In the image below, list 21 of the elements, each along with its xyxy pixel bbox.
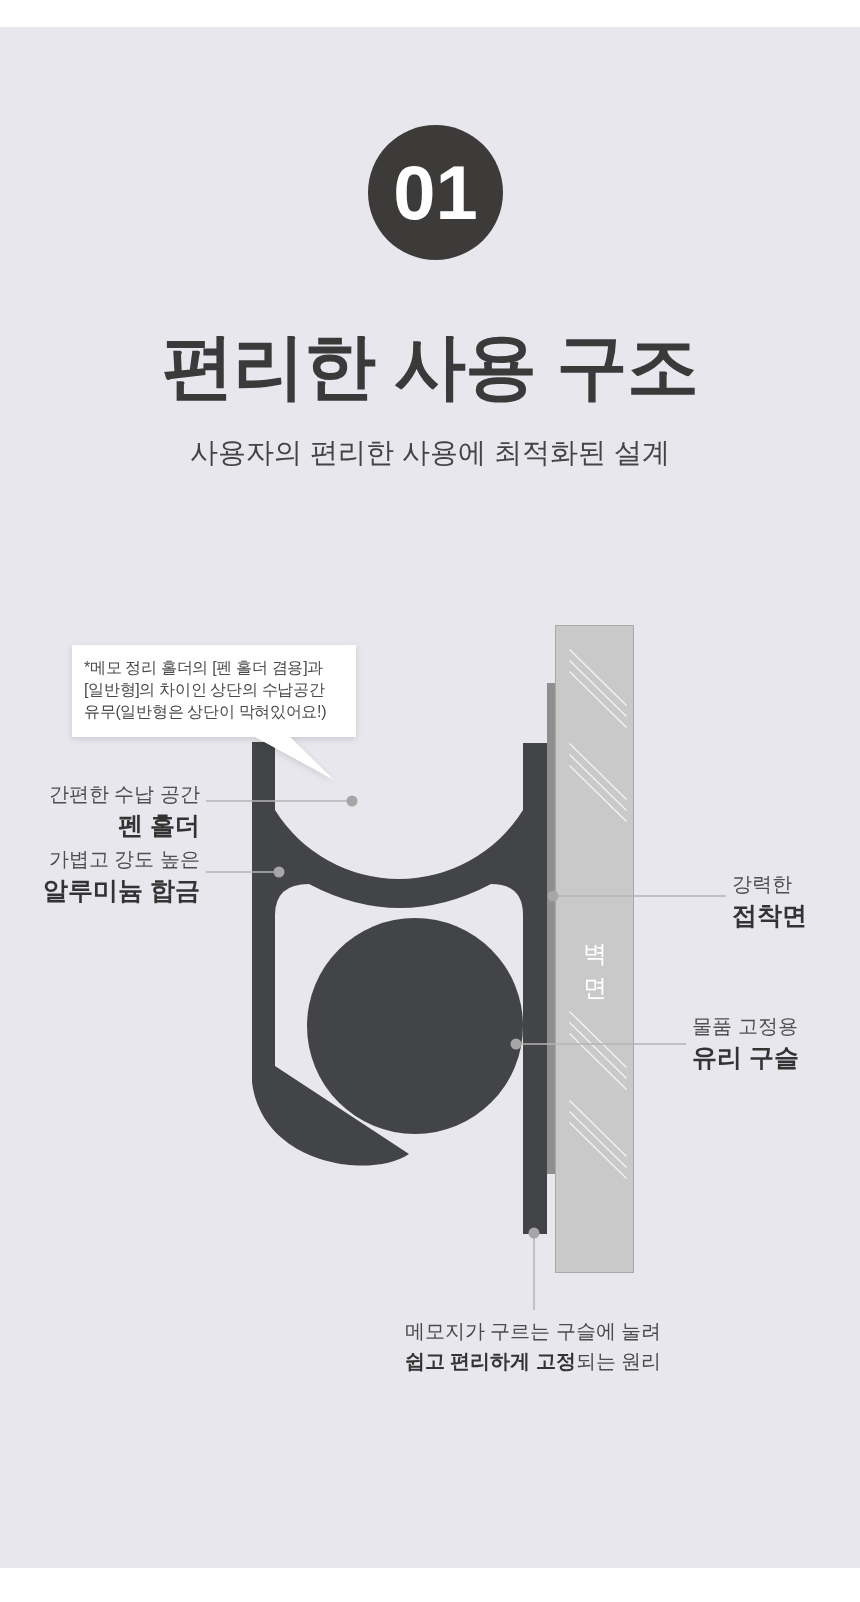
part-description: 가볍고 강도 높은 xyxy=(48,847,200,872)
subtitle: 사용자의 편리한 사용에 최적화된 설계 xyxy=(190,436,670,470)
page-title: 편리한 사용 구조 xyxy=(162,325,698,408)
ball xyxy=(307,918,523,1134)
leader-line xyxy=(205,795,358,807)
wall-panel xyxy=(555,625,634,1273)
part-name: 접착면 xyxy=(732,900,807,931)
leader-line xyxy=(510,1038,687,1050)
part-name: 펜 홀더 xyxy=(118,810,200,841)
adhesive-strip xyxy=(547,683,555,1174)
part-description: 물품 고정용 xyxy=(692,1014,798,1039)
speech-bubble: *메모 정리 홀더의 [펜 홀더 겸용]과 [일반형]의 차이인 상단의 수납공간 유무(일반형은 상단이 막혀있어요!) xyxy=(72,645,356,780)
part-name: 유리 구슬 xyxy=(692,1042,799,1073)
leader-line xyxy=(547,890,727,902)
leader-line xyxy=(528,1227,540,1311)
part-name: 알루미늄 합금 xyxy=(43,875,200,906)
part-description: 강력한 xyxy=(732,872,792,897)
part-description: 간편한 수납 공간 xyxy=(48,782,200,807)
leader-line xyxy=(205,866,285,878)
principle-note: 메모지가 구르는 구슬에 눌려 쉽고 편리하게 고정되는 원리 xyxy=(396,1316,670,1376)
holder-body xyxy=(252,742,547,1234)
